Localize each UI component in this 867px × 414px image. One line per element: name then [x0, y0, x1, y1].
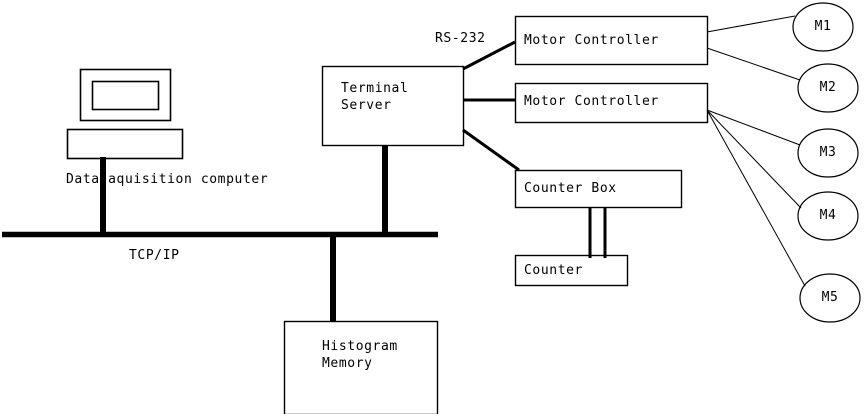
edge-motor-controller-2-to-m4	[706, 109, 802, 209]
terminal-server-label-line1: Terminal	[341, 81, 409, 96]
counter-box[interactable]	[514, 254, 629, 287]
terminal-server-box[interactable]	[321, 65, 465, 147]
motor-m4-ellipse[interactable]	[797, 191, 859, 241]
edge-motor-controller-2-to-m5	[706, 109, 806, 287]
motor-m1-ellipse[interactable]	[792, 2, 854, 52]
histogram-memory-label-line1: Histogram	[322, 339, 398, 354]
motor-controller-1-box[interactable]	[514, 15, 709, 66]
motor-m3-ellipse[interactable]	[797, 128, 859, 178]
edge-motor-controller-1-to-m2	[706, 47, 801, 81]
motor-controller-2-label: Motor Controller	[524, 94, 659, 109]
motor-m2-label: M2	[819, 80, 837, 95]
computer-base	[66, 128, 184, 160]
motor-m1-label: M1	[814, 19, 832, 34]
motor-m3-label: M3	[819, 145, 837, 160]
edge-motor-controller-1-to-m1	[706, 15, 796, 33]
motor-m5-label: M5	[821, 290, 839, 305]
motor-controller-1-label: Motor Controller	[524, 33, 659, 48]
tcpip-bus-label: TCP/IP	[129, 248, 180, 263]
edge-terminal-server-to-motor-controller-1	[462, 40, 516, 71]
motor-m5-ellipse[interactable]	[799, 273, 861, 323]
motor-m2-ellipse[interactable]	[797, 63, 859, 113]
data-acquisition-computer-label: Data aquisition computer	[66, 172, 269, 187]
rs232-label: RS-232	[435, 31, 486, 46]
terminal-server-label-line2: Server	[341, 98, 392, 113]
counter-box-label: Counter Box	[524, 181, 617, 196]
histogram-memory-label-line2: Memory	[322, 356, 373, 371]
counter-label: Counter	[524, 263, 583, 278]
histogram-memory-box[interactable]	[283, 320, 439, 414]
motor-m4-label: M4	[819, 208, 837, 223]
motor-controller-2-box[interactable]	[514, 82, 709, 124]
counter-box-box[interactable]	[514, 169, 683, 209]
computer-screen	[91, 80, 160, 111]
edge-motor-controller-2-to-m3	[706, 109, 801, 146]
edge-terminal-server-to-counter-box	[462, 128, 520, 172]
